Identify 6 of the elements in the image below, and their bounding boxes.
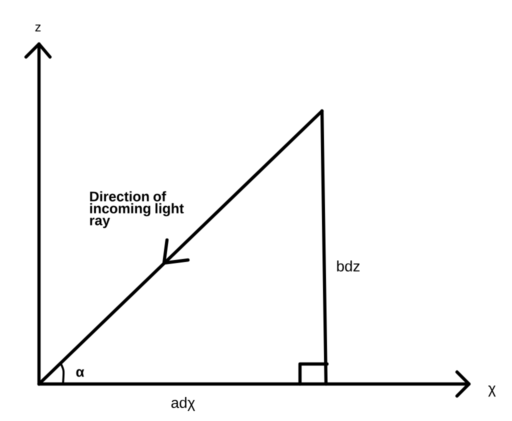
angle-label: α	[76, 369, 84, 377]
axis-label: χ	[488, 385, 496, 397]
side-label: adχ	[171, 397, 196, 411]
annotation-text: Direction of incoming light ray	[90, 191, 184, 228]
side-label: bdz	[337, 260, 360, 272]
axis-label: z	[35, 24, 41, 32]
